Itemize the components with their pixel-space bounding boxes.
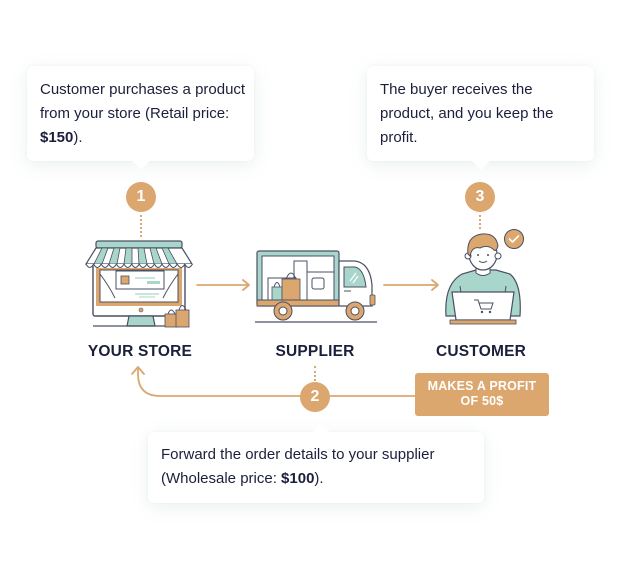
step-2-connector: [314, 366, 316, 381]
delivery-truck-icon: [255, 250, 377, 323]
step-3-card: The buyer receives the product, and you …: [367, 66, 594, 170]
step-1-badge: 1: [126, 182, 156, 212]
step-3-badge: 3: [465, 182, 495, 212]
step-1-card: Customer purchases a product from your s…: [27, 66, 254, 170]
customer-laptop-icon: [445, 233, 521, 325]
retail-price: $150: [40, 129, 74, 146]
profit-badge-line-2: OF 50$: [460, 394, 504, 408]
profit-badge-line-1: MAKES A PROFIT: [427, 379, 537, 393]
step-2-card: Forward the order details to your suppli…: [148, 423, 484, 503]
storefront-monitor-icon: [84, 240, 194, 328]
check-badge-icon: [504, 229, 524, 249]
step-3-text: The buyer receives the product, and you …: [380, 81, 554, 146]
profit-badge: MAKES A PROFIT OF 50$: [415, 373, 549, 416]
node-label-your-store: YOUR STORE: [87, 343, 193, 360]
step-2-text: Forward the order details to your suppli…: [161, 446, 435, 487]
node-label-customer: CUSTOMER: [435, 343, 526, 360]
wholesale-price: $100: [281, 470, 315, 487]
step-2-badge: 2: [300, 382, 330, 412]
node-label-supplier: SUPPLIER: [275, 343, 355, 360]
step-1-connector: [140, 215, 142, 237]
step-3-connector: [479, 215, 481, 229]
step-1-text: Customer purchases a product from your s…: [40, 81, 246, 146]
